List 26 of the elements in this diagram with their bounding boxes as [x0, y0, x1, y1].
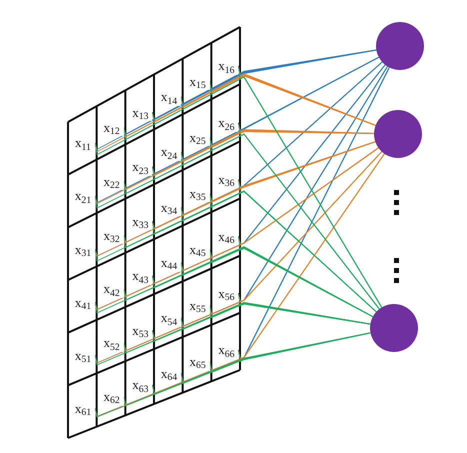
- output-neuron: [374, 110, 422, 158]
- connection-line: [238, 292, 371, 325]
- connection-line: [238, 151, 382, 302]
- connection-line: [238, 122, 380, 310]
- connection-line: [209, 141, 376, 203]
- connection-line: [238, 147, 379, 246]
- connection-line: [238, 236, 374, 318]
- connection-line: [238, 56, 380, 132]
- connection-line: [238, 153, 385, 360]
- connection-line: [123, 332, 371, 406]
- output-neuron: [370, 304, 418, 352]
- connection-line: [238, 141, 376, 190]
- connection-line: [152, 302, 371, 342]
- connection-line: [238, 332, 371, 362]
- connection-line: [123, 141, 376, 243]
- connection-line: [152, 50, 377, 120]
- connection-line: [209, 75, 376, 126]
- connection-line: [123, 302, 371, 354]
- connection-line: [238, 179, 377, 312]
- connection-line: [123, 74, 376, 138]
- connection-line: [238, 50, 377, 76]
- connection-line: [180, 50, 377, 106]
- connection-line: [180, 332, 371, 384]
- connection-line: [94, 49, 377, 150]
- output-neuron: [376, 22, 424, 70]
- connection-line: [238, 62, 383, 188]
